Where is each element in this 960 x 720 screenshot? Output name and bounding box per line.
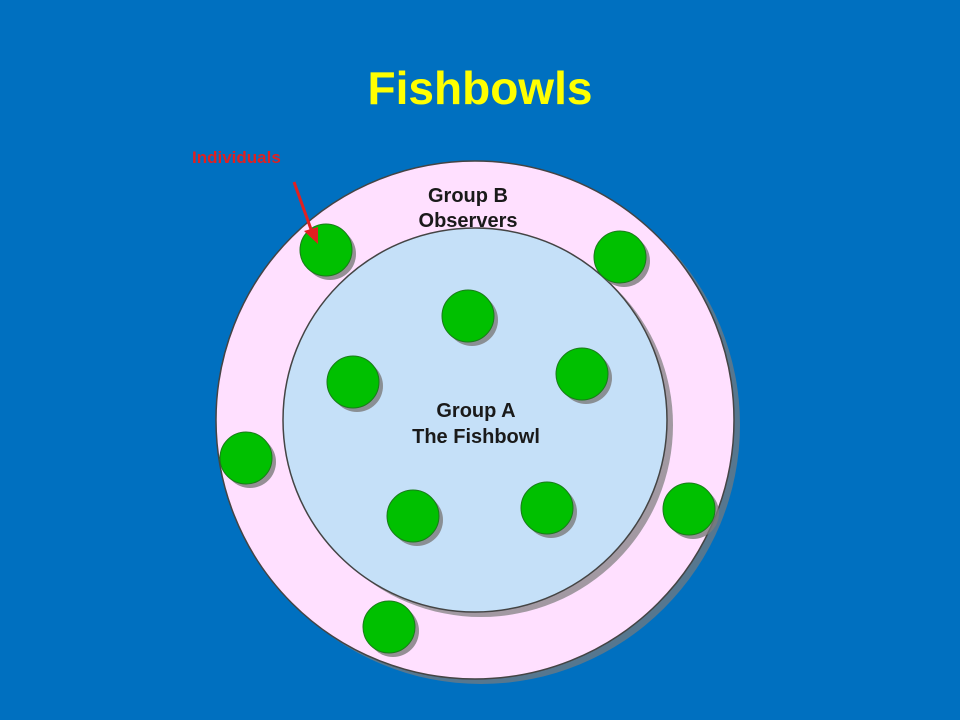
individual-circle-icon (386, 489, 440, 543)
individuals-layer (219, 223, 719, 657)
individual-circle-icon (441, 289, 495, 343)
individuals-callout-label: Individuals (192, 148, 281, 167)
individual-inner-5 (555, 347, 612, 404)
group-b-label-line1: Group B (428, 185, 508, 207)
individual-circle-icon (326, 355, 380, 409)
individual-circle-icon (662, 482, 716, 536)
red-arrow-icon (292, 181, 318, 244)
individual-circle-icon (520, 481, 574, 535)
individual-outer-9 (662, 482, 719, 539)
individual-inner-7 (386, 489, 443, 546)
group-b-label-line2: Observers (419, 210, 518, 232)
individual-inner-4 (326, 355, 383, 412)
group-a-label-line1: Group A (436, 400, 515, 422)
individual-circle-icon (593, 230, 647, 284)
slide-title: Fishbowls (367, 62, 593, 114)
individual-inner-3 (441, 289, 498, 346)
individual-outer-10 (362, 600, 419, 657)
callout-arrow-shaft (292, 181, 314, 233)
individual-circle-icon (555, 347, 609, 401)
callout-arrow-head (304, 227, 318, 244)
individual-circle-icon (219, 431, 273, 485)
individual-circle-icon (362, 600, 416, 654)
group-a-label-line2: The Fishbowl (412, 426, 540, 448)
individual-inner-8 (520, 481, 577, 538)
individual-outer-2 (593, 230, 650, 287)
individual-outer-6 (219, 431, 276, 488)
